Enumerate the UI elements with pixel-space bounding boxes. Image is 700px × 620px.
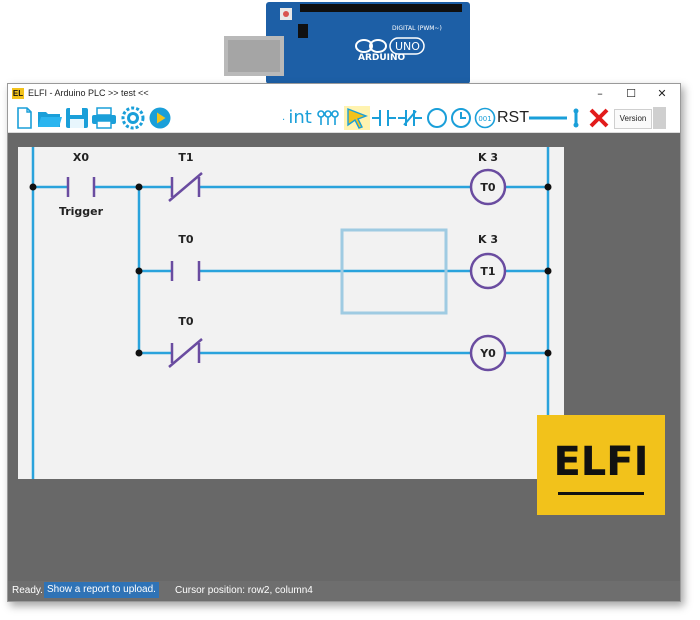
arduino-board-image: DIGITAL (PWM~) ARDUINO UNO bbox=[224, 2, 470, 84]
elfi-brand-logo: ELFI bbox=[537, 415, 665, 515]
open-folder-icon[interactable] bbox=[37, 106, 63, 130]
toolbar-scroll-handle bbox=[653, 107, 666, 129]
status-ready: Ready. bbox=[12, 585, 43, 596]
rung-3: T0 Y0 bbox=[135, 315, 552, 372]
contact-x0-label: X0 bbox=[73, 151, 89, 164]
maximize-button[interactable]: ☐ bbox=[626, 87, 636, 100]
elfi-logo-text: ELFI bbox=[553, 439, 649, 485]
normally-open-contact-icon[interactable] bbox=[372, 106, 396, 130]
coil-y0-label: Y0 bbox=[479, 347, 496, 360]
new-file-icon[interactable] bbox=[14, 106, 34, 130]
coil-t0-preset: K 3 bbox=[478, 151, 498, 164]
coil-t1-preset: K 3 bbox=[478, 233, 498, 246]
ladder-diagram-canvas[interactable]: X0 Trigger T1 T0 K 3 bbox=[18, 147, 564, 479]
int-variable-button[interactable]: · int bbox=[282, 107, 312, 128]
normally-closed-contact-icon[interactable] bbox=[398, 106, 422, 130]
counter-icon[interactable]: 001 bbox=[474, 106, 496, 130]
vertical-line-icon[interactable] bbox=[569, 106, 583, 130]
arduino-brand-label: ARDUINO bbox=[358, 53, 406, 63]
version-button[interactable]: Version bbox=[614, 109, 652, 129]
coil-t1-label: T1 bbox=[480, 265, 495, 278]
cursor-position-status: Cursor position: row2, column4 bbox=[175, 585, 313, 596]
contact-t0-nc-label: T0 bbox=[178, 315, 194, 328]
rung-1: X0 Trigger T1 T0 K 3 bbox=[29, 151, 552, 353]
print-icon[interactable] bbox=[91, 106, 117, 130]
contact-t0-no-label: T0 bbox=[178, 233, 194, 246]
minimize-button[interactable]: – bbox=[597, 87, 603, 100]
run-play-icon[interactable] bbox=[148, 106, 172, 130]
arduino-model-label: UNO bbox=[395, 40, 420, 53]
reset-button[interactable]: RST bbox=[497, 109, 529, 126]
elfi-logo-underline bbox=[558, 492, 644, 495]
upload-report-link[interactable]: Show a report to upload. bbox=[44, 582, 159, 598]
contact-t1-label: T1 bbox=[178, 151, 193, 164]
delete-x-icon[interactable] bbox=[588, 106, 610, 130]
status-bar: Ready. Show a report to upload. Cursor p… bbox=[8, 581, 680, 601]
rung-2: T0 T1 K 3 bbox=[135, 228, 552, 315]
contact-t0-nc[interactable]: T0 bbox=[168, 315, 203, 368]
arduino-header-label: DIGITAL (PWM~) bbox=[392, 25, 442, 32]
contact-x0[interactable]: X0 Trigger bbox=[59, 151, 104, 218]
contact-t1-nc[interactable]: T1 bbox=[168, 151, 203, 202]
coil-icon[interactable] bbox=[426, 106, 448, 130]
close-button[interactable]: ✕ bbox=[657, 87, 667, 100]
contact-t0-no[interactable]: T0 bbox=[170, 233, 201, 281]
coil-t1[interactable]: T1 K 3 bbox=[469, 233, 507, 290]
timer-clock-icon[interactable] bbox=[450, 106, 472, 130]
coil-y0[interactable]: Y0 bbox=[469, 334, 507, 372]
title-bar: EL ELFI - Arduino PLC >> test << – ☐ ✕ bbox=[8, 84, 680, 104]
app-window: EL ELFI - Arduino PLC >> test << – ☐ ✕ bbox=[7, 83, 681, 602]
save-icon[interactable] bbox=[65, 106, 89, 130]
contact-x0-comment: Trigger bbox=[59, 205, 104, 218]
settings-gear-icon[interactable] bbox=[121, 106, 145, 130]
pointer-select-icon[interactable] bbox=[344, 106, 370, 130]
app-logo-icon: EL bbox=[12, 88, 24, 99]
toolbar: · int bbox=[8, 104, 680, 133]
counter-label: 001 bbox=[478, 115, 491, 123]
coil-t0[interactable]: T0 K 3 bbox=[469, 151, 507, 206]
window-title: ELFI - Arduino PLC >> test << bbox=[28, 88, 149, 98]
cursor-selection-box[interactable] bbox=[340, 228, 448, 315]
coil-t0-label: T0 bbox=[480, 181, 496, 194]
horizontal-line-icon[interactable] bbox=[528, 106, 568, 130]
bit-variables-icon[interactable] bbox=[316, 106, 340, 130]
